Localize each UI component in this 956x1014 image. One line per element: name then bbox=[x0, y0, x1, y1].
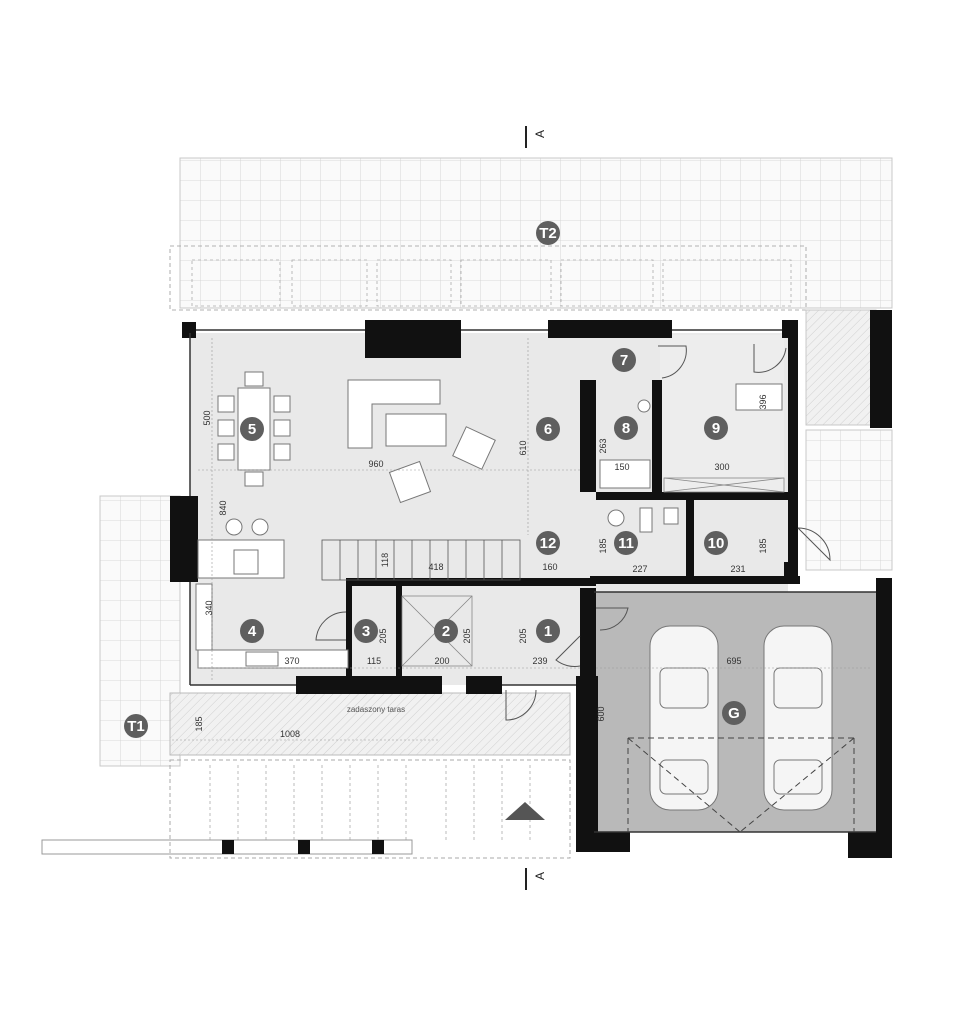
dim-500: 500 bbox=[202, 410, 212, 425]
dim-185-b: 185 bbox=[758, 538, 768, 553]
dim-205-c: 205 bbox=[518, 628, 528, 643]
side-terrace-tiles bbox=[805, 429, 893, 571]
room-number: 4 bbox=[248, 623, 257, 640]
room-number: 6 bbox=[544, 421, 552, 438]
badge-t1: T1 bbox=[124, 714, 148, 738]
dim-239: 239 bbox=[532, 656, 547, 666]
room-number: 3 bbox=[362, 623, 370, 640]
living-set bbox=[347, 379, 496, 504]
badge-t2: T2 bbox=[536, 221, 560, 245]
dim-200: 200 bbox=[434, 656, 449, 666]
room-badge-12: 12 bbox=[536, 531, 560, 555]
room-badge-3: 3 bbox=[354, 619, 378, 643]
room-number: 2 bbox=[442, 623, 450, 640]
room-number: 1 bbox=[544, 623, 552, 640]
room-number: 9 bbox=[712, 420, 720, 437]
bed bbox=[735, 383, 783, 411]
bedroom-floor bbox=[660, 335, 784, 495]
dim-150: 150 bbox=[614, 462, 629, 472]
walls bbox=[170, 310, 892, 858]
covered-terrace bbox=[169, 692, 571, 756]
dim-263: 263 bbox=[598, 438, 608, 453]
room-badge-11: 11 bbox=[614, 531, 638, 555]
doors bbox=[315, 344, 831, 721]
dim-1008: 1008 bbox=[280, 729, 300, 739]
bathroom-fixtures bbox=[599, 399, 679, 533]
room-badge-1: 1 bbox=[536, 619, 560, 643]
car-left bbox=[649, 625, 719, 811]
front-pergola bbox=[169, 759, 571, 859]
badge-t2-label: T2 bbox=[539, 225, 557, 242]
section-mark-bottom-label: A bbox=[533, 872, 547, 880]
garage-door-swing bbox=[627, 737, 855, 833]
thin-walls bbox=[189, 329, 876, 833]
room-number: 12 bbox=[540, 535, 557, 552]
room-badge-8: 8 bbox=[614, 416, 638, 440]
dim-115: 115 bbox=[367, 656, 381, 666]
entrance-arrow bbox=[505, 802, 545, 820]
dim-840: 840 bbox=[218, 500, 228, 515]
room-badge-10: 10 bbox=[704, 531, 728, 555]
dim-185-c: 185 bbox=[194, 716, 204, 731]
room-number: 8 bbox=[622, 420, 630, 437]
pergola-bays bbox=[191, 259, 792, 307]
dim-600: 600 bbox=[596, 706, 606, 721]
section-mark-top: A bbox=[525, 126, 547, 148]
covered-terrace-label: zadaszony taras bbox=[347, 705, 405, 714]
room-badge-7: 7 bbox=[612, 348, 636, 372]
room-badge-g: G bbox=[722, 701, 746, 725]
room-badge-2: 2 bbox=[434, 619, 458, 643]
room-number: 7 bbox=[620, 352, 628, 369]
car-right bbox=[763, 625, 833, 811]
dim-205-a: 205 bbox=[378, 628, 388, 643]
dim-418: 418 bbox=[428, 562, 443, 572]
pergola-outline bbox=[169, 245, 807, 311]
dim-610: 610 bbox=[518, 440, 528, 455]
kitchen-set bbox=[195, 518, 349, 669]
room-number: 10 bbox=[708, 535, 725, 552]
room-number: 5 bbox=[248, 421, 256, 438]
dim-205-b: 205 bbox=[462, 628, 472, 643]
room-badge-9: 9 bbox=[704, 416, 728, 440]
room-number: G bbox=[728, 705, 740, 722]
section-mark-bottom: A bbox=[525, 868, 547, 890]
badge-t1-label: T1 bbox=[127, 718, 145, 735]
dim-960: 960 bbox=[368, 459, 383, 469]
dim-695: 695 bbox=[726, 656, 741, 666]
dim-396: 396 bbox=[758, 394, 768, 409]
staircase bbox=[321, 539, 521, 581]
room-badge-6: 6 bbox=[536, 417, 560, 441]
room-badge-4: 4 bbox=[240, 619, 264, 643]
dim-370: 370 bbox=[284, 656, 299, 666]
dim-340: 340 bbox=[204, 600, 214, 615]
dim-231: 231 bbox=[730, 564, 745, 574]
dimension-lines bbox=[172, 338, 870, 741]
dim-227: 227 bbox=[632, 564, 647, 574]
room-badge-5: 5 bbox=[240, 417, 264, 441]
front-pergola-slats bbox=[209, 765, 531, 842]
dim-300: 300 bbox=[714, 462, 729, 472]
dim-185-a: 185 bbox=[598, 538, 608, 553]
dim-118: 118 bbox=[380, 553, 390, 567]
room-number: 11 bbox=[618, 535, 634, 552]
dim-160: 160 bbox=[542, 562, 557, 572]
section-mark-top-label: A bbox=[533, 130, 547, 138]
side-terrace bbox=[805, 309, 877, 426]
